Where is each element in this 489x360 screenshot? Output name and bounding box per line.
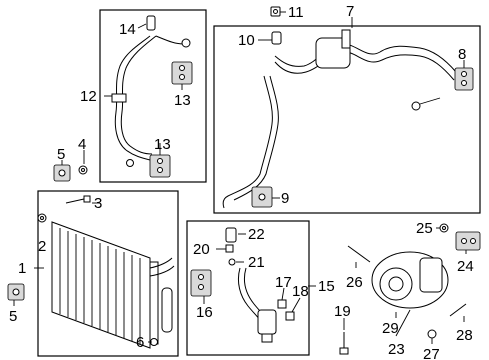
leader-lines: [13, 11, 467, 344]
callout-16: 16: [196, 304, 213, 321]
seal-card-8: [454, 67, 474, 91]
callout-23: 23: [388, 341, 405, 358]
callout-25: 25: [416, 220, 433, 237]
callout-17: 17: [275, 274, 292, 291]
callout-14: 14: [119, 21, 136, 38]
box-hose-15: [186, 220, 310, 356]
hose-assembly-15: [237, 267, 277, 343]
callout-13-bottom: 13: [154, 136, 171, 153]
callout-6: 6: [136, 334, 144, 351]
clip-4: [78, 165, 88, 175]
box-lines-7: [213, 25, 481, 214]
washer-25: [439, 223, 449, 233]
stud-19: [339, 332, 349, 355]
callout-15: 15: [318, 278, 335, 295]
seal-card-13-bottom: [149, 154, 171, 178]
bolt-lines: [411, 97, 441, 111]
condenser: [51, 221, 175, 349]
nut-2: [37, 213, 47, 223]
callout-10: 10: [238, 32, 255, 49]
hose-assembly-12: [111, 35, 191, 161]
callout-3: 3: [94, 195, 102, 212]
callout-9: 9: [281, 190, 289, 207]
callout-18: 18: [292, 283, 309, 300]
callout-21: 21: [248, 254, 265, 271]
fitting-10: [271, 31, 282, 45]
nut-27: [427, 329, 437, 339]
fitting-22: [225, 227, 237, 243]
seal-card-16: [190, 269, 212, 297]
seal-card-5-bottom: [7, 283, 25, 301]
callout-27: 27: [423, 346, 440, 360]
clip-20: [225, 244, 234, 253]
fitting-14: [146, 15, 156, 31]
compressor: [371, 251, 449, 309]
callout-26: 26: [346, 274, 363, 291]
callout-12: 12: [80, 88, 97, 105]
clip-18: [285, 311, 295, 321]
callout-4: 4: [78, 136, 86, 153]
seal-card-9: [251, 186, 273, 208]
o-ring-21: [228, 258, 236, 266]
callout-20: 20: [193, 241, 210, 258]
callout-24: 24: [457, 258, 474, 275]
bolt-17: [277, 299, 287, 309]
callout-29: 29: [382, 320, 399, 337]
callout-5-bottom: 5: [9, 308, 17, 325]
box-hoses-12: [99, 9, 207, 183]
bolt-28: [449, 303, 467, 317]
callout-2: 2: [38, 238, 46, 255]
line-assembly-7: [222, 29, 457, 209]
callout-labels: 1 2 3 4 5 5 6 7 8 9 10 11 12 13 13 14 15…: [9, 3, 474, 360]
callout-8: 8: [458, 46, 466, 63]
dowel-bolt-3: [65, 195, 91, 204]
callout-19: 19: [334, 303, 351, 320]
callout-5-top: 5: [57, 146, 65, 163]
nut-11: [270, 6, 281, 17]
seal-card-13-top: [171, 61, 193, 85]
seal-card-5-top: [53, 164, 71, 182]
callout-28: 28: [456, 327, 473, 344]
box-condenser-1: [37, 190, 179, 357]
stud-26: [347, 245, 371, 263]
nut-hoses: [126, 159, 134, 167]
callout-22: 22: [248, 226, 265, 243]
callout-1: 1: [18, 260, 26, 277]
seal-card-24: [455, 231, 481, 251]
callout-7: 7: [346, 3, 354, 20]
callout-13-top: 13: [174, 92, 191, 109]
callout-11: 11: [288, 4, 304, 21]
